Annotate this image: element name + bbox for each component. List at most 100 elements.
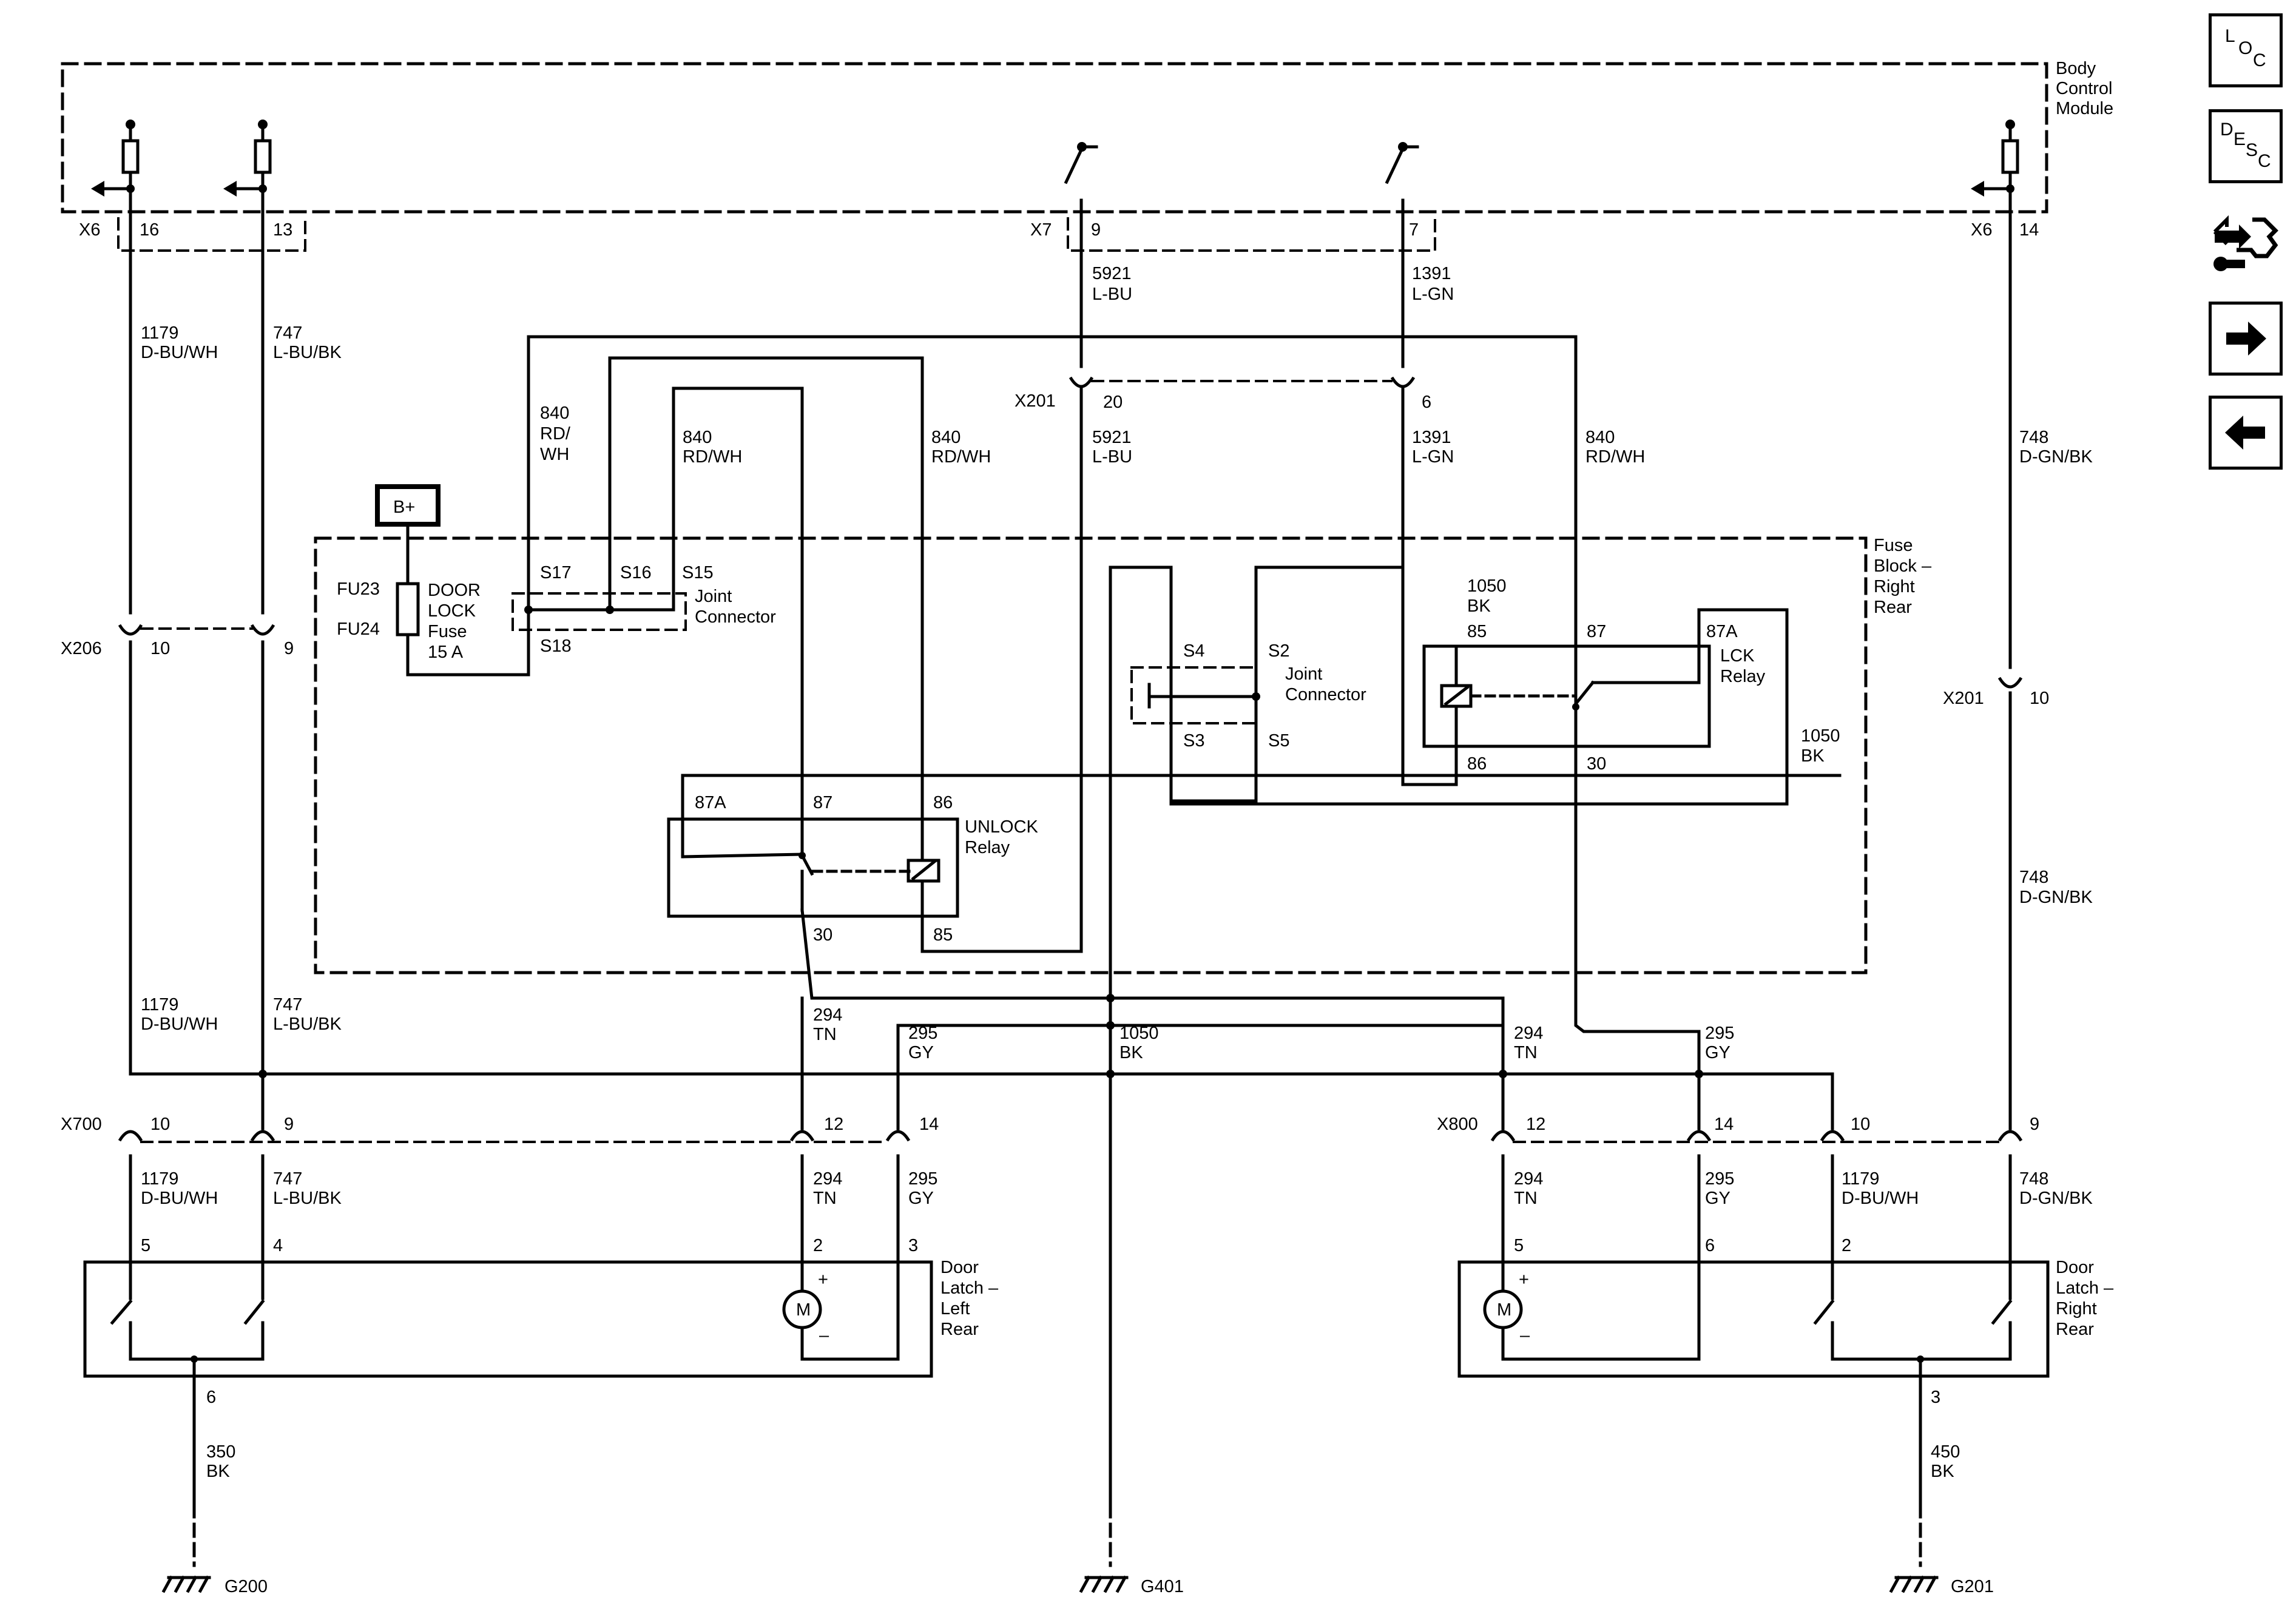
unlock-relay-pin-85: 85 [933, 925, 953, 945]
door-latch-right-label-2: Latch – [2056, 1278, 2114, 1298]
unlock-relay-pin-30: 30 [813, 925, 832, 945]
pin-latch-left-2: 2 [813, 1236, 823, 1255]
unlock-relay-pin-86: 86 [933, 793, 953, 812]
pin-x201-10: 10 [2030, 689, 2049, 708]
wire-350-num: 350 [206, 1442, 235, 1462]
lock-relay-pin-30: 30 [1587, 754, 1606, 774]
wire-5921-mid-color: L-BU [1092, 447, 1132, 467]
location-letter-o: O [2238, 38, 2252, 58]
unlock-relay-label-1: UNLOCK [965, 817, 1039, 837]
wire-294-bot-left-num: 294 [813, 1169, 842, 1189]
motor-right-label: M [1497, 1300, 1511, 1320]
connector-x6-right: X6 [1971, 220, 1992, 240]
wire-1179-bot-num: 1179 [141, 1169, 178, 1189]
wire-747-top-num: 747 [273, 323, 302, 343]
pin-x206-9: 9 [284, 639, 294, 658]
wire-840a-color-1: RD/ [540, 424, 571, 444]
wire-294-left-color: TN [813, 1025, 837, 1044]
pin-latch-left-5: 5 [141, 1236, 150, 1255]
wire-748-mid-color: D-GN/BK [2019, 888, 2093, 907]
body-control-module-box [61, 62, 2048, 214]
lock-relay-label-2: Relay [1720, 667, 1766, 686]
lock-relay-pin-86: 86 [1467, 754, 1487, 774]
connector-x201-right: X201 [1943, 689, 1984, 708]
lock-relay-box [1422, 644, 1711, 748]
joint-connector-right-label-2: Connector [1285, 685, 1366, 704]
wire-840d-num: 840 [1585, 428, 1615, 447]
pin-x201-6: 6 [1422, 393, 1431, 412]
location-letter-c: C [2253, 50, 2266, 70]
splice-s3: S3 [1183, 731, 1204, 751]
wire-747-mid-num: 747 [273, 995, 302, 1014]
connector-x7: X7 [1030, 220, 1052, 240]
pin-latch-left-3: 3 [908, 1236, 918, 1255]
connector-tool-icon[interactable] [2209, 208, 2283, 282]
location-button[interactable]: L O C [2209, 13, 2283, 87]
fuse-block-label-1: Fuse [1874, 536, 1913, 555]
door-latch-right-label-4: Rear [2056, 1320, 2094, 1339]
wire-747-top-color: L-BU/BK [273, 343, 342, 362]
wire-1179-bot-color: D-BU/WH [141, 1189, 218, 1208]
pin-latch-right-3: 3 [1931, 1388, 1940, 1407]
pin-x6-16: 16 [140, 220, 159, 240]
forward-arrow-button[interactable] [2209, 302, 2283, 376]
description-button[interactable]: D E S C [2209, 109, 2283, 183]
pin-latch-left-4: 4 [273, 1236, 283, 1255]
fuse-block-label-4: Rear [1874, 598, 1912, 617]
wire-295-bot-right-color: GY [1705, 1189, 1730, 1208]
wire-747-bot-color: L-BU/BK [273, 1189, 342, 1208]
wire-1179-top-color: D-BU/WH [141, 343, 218, 362]
wire-1391-mid-num: 1391 [1412, 428, 1451, 447]
ground-g201: G201 [1951, 1577, 1994, 1596]
joint-connector-left-label-1: Joint [695, 587, 732, 606]
pin-x700-12: 12 [824, 1115, 843, 1134]
connector-x700: X700 [61, 1115, 102, 1134]
wire-450-num: 450 [1931, 1442, 1960, 1462]
bcm-label-3: Module [2056, 99, 2113, 118]
wire-1391-mid-color: L-GN [1412, 447, 1454, 467]
pin-x6-14: 14 [2019, 220, 2039, 240]
back-arrow-icon [2225, 416, 2265, 450]
wire-294-bot-right-color: TN [1514, 1189, 1538, 1208]
pin-x700-10: 10 [150, 1115, 170, 1134]
wire-295-bot-right-num: 295 [1705, 1169, 1734, 1189]
motor-left-plus: + [818, 1270, 828, 1289]
connector-x6-left: X6 [79, 220, 100, 240]
wire-748-top-num: 748 [2019, 428, 2048, 447]
wire-1179-mid-num: 1179 [141, 995, 178, 1014]
fuse-fu24-label: FU24 [337, 619, 380, 639]
door-latch-left-label-3: Left [940, 1299, 970, 1318]
unlock-relay-pin-87: 87 [813, 793, 832, 812]
door-latch-right-label-3: Right [2056, 1299, 2097, 1318]
back-arrow-button[interactable] [2209, 396, 2283, 470]
wire-1050-relay-color: BK [1467, 596, 1491, 616]
wire-294-left-num: 294 [813, 1005, 842, 1025]
wire-350-color: BK [206, 1462, 230, 1481]
description-letter-e: E [2234, 129, 2246, 149]
wire-5921-top-num: 5921 [1092, 264, 1132, 283]
wire-295-right-color: GY [1705, 1043, 1730, 1062]
unlock-relay-label-2: Relay [965, 838, 1010, 857]
connector-x201-top: X201 [1015, 391, 1056, 411]
door-latch-right-label-1: Door [2056, 1258, 2094, 1277]
wire-748-mid-num: 748 [2019, 868, 2048, 887]
wire-748-top-color: D-GN/BK [2019, 447, 2093, 467]
wire-1179-mid-color: D-BU/WH [141, 1014, 218, 1034]
unlock-relay-pin-87a: 87A [695, 793, 726, 812]
door-lock-fuse-label-3: Fuse [428, 622, 467, 641]
wire-748-bot-num: 748 [2019, 1169, 2048, 1189]
wire-748-bot-color: D-GN/BK [2019, 1189, 2093, 1208]
wire-840c-num: 840 [931, 428, 961, 447]
splice-s2: S2 [1268, 641, 1289, 661]
door-latch-left-label-2: Latch – [940, 1278, 999, 1298]
wire-5921-top-color: L-BU [1092, 285, 1132, 304]
door-lock-fuse-label-1: DOOR [428, 581, 481, 600]
door-latch-left-box [83, 1260, 933, 1378]
fuse-block-label-2: Block – [1874, 556, 1932, 576]
motor-right-minus: – [1520, 1326, 1530, 1345]
splice-s17: S17 [540, 563, 572, 582]
wire-1179-bot-right-num: 1179 [1842, 1169, 1879, 1189]
door-lock-fuse-label-2: LOCK [428, 601, 476, 621]
wire-295-bot-left-color: GY [908, 1189, 934, 1208]
pin-x800-10: 10 [1851, 1115, 1870, 1134]
